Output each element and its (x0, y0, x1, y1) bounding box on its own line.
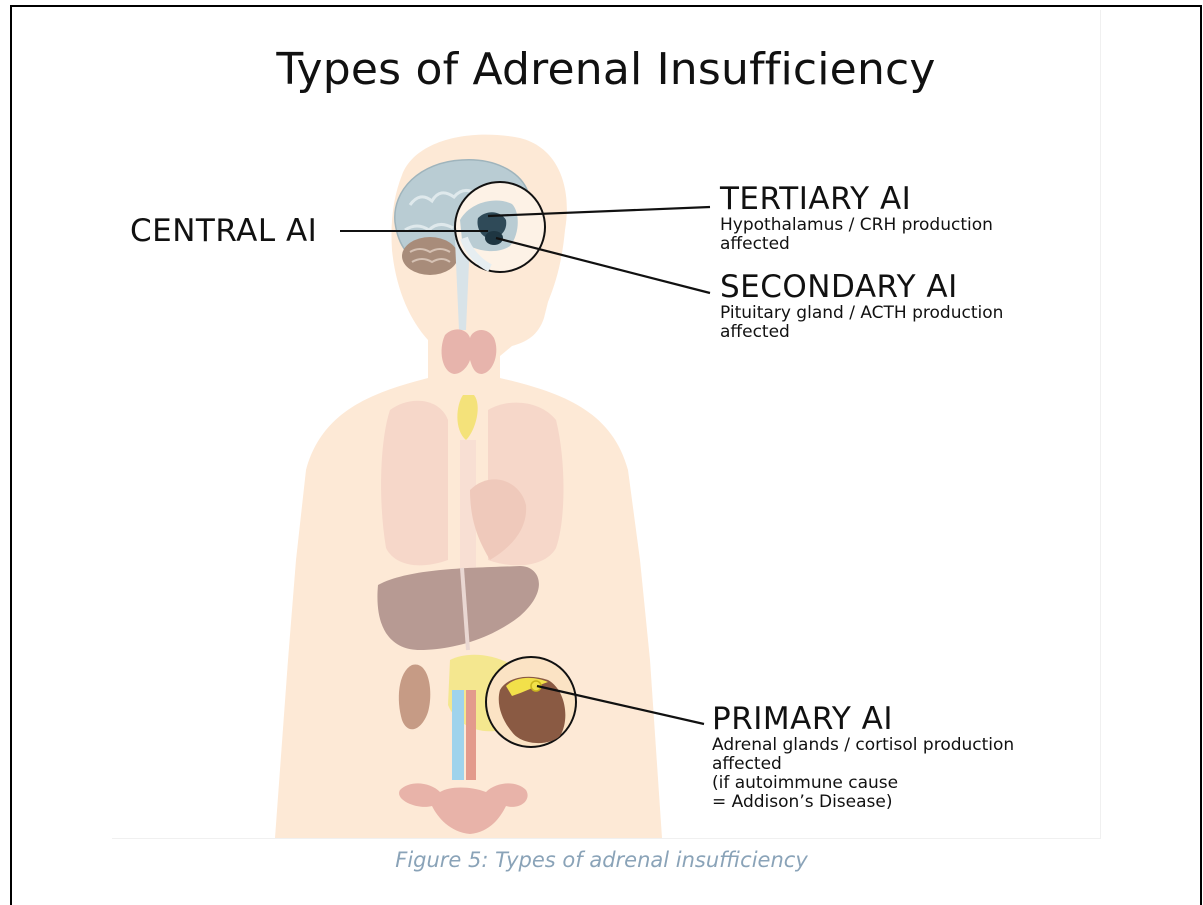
secondary-ai-label: SECONDARY AI Pituitary gland / ACTH prod… (720, 270, 1003, 342)
tertiary-ai-desc-line1: Hypothalamus / CRH production (720, 216, 993, 235)
central-ai-label: CENTRAL AI (130, 214, 317, 248)
central-ai-heading: CENTRAL AI (130, 214, 317, 248)
primary-ai-desc-line2: affected (712, 755, 1014, 774)
cerebellum (402, 237, 458, 275)
tertiary-ai-heading: TERTIARY AI (720, 182, 993, 216)
secondary-ai-heading: SECONDARY AI (720, 270, 1003, 304)
primary-ai-desc-line3: (if autoimmune cause (712, 774, 1014, 793)
vena-cava (466, 690, 476, 780)
figure-caption: Figure 5: Types of adrenal insufficiency (0, 848, 1203, 872)
primary-ai-label: PRIMARY AI Adrenal glands / cortisol pro… (712, 702, 1014, 812)
primary-ai-heading: PRIMARY AI (712, 702, 1014, 736)
primary-ai-desc-line4: = Addison’s Disease) (712, 793, 1014, 812)
tertiary-ai-label: TERTIARY AI Hypothalamus / CRH productio… (720, 182, 993, 254)
secondary-ai-desc-line1: Pituitary gland / ACTH production (720, 304, 1003, 323)
primary-ai-desc-line1: Adrenal glands / cortisol production (712, 736, 1014, 755)
tertiary-ai-desc-line2: affected (720, 235, 993, 254)
secondary-ai-desc-line2: affected (720, 323, 1003, 342)
left-lung (381, 401, 448, 566)
aorta (452, 690, 464, 780)
